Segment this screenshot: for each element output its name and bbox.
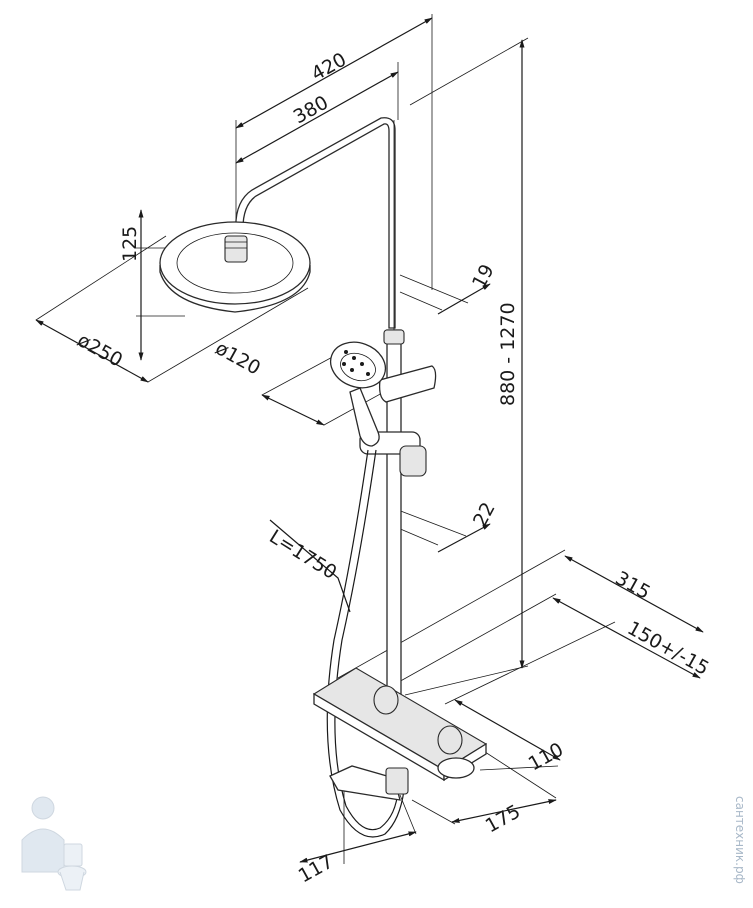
dim-250-label: ø250 xyxy=(74,329,127,371)
dim-420-label: 420 xyxy=(308,49,350,86)
dim-height-range-label: 880 - 1270 xyxy=(497,302,519,406)
overhead-shower-head xyxy=(159,221,311,313)
shower-rail xyxy=(383,120,405,731)
watermark-text: сантехник.рф xyxy=(733,796,747,884)
hose-length-label: L=1750 xyxy=(265,526,340,584)
dim-125-label: 125 xyxy=(119,226,141,262)
plumber-logo xyxy=(21,796,87,891)
shower-hose xyxy=(326,449,405,838)
dim-22-label: 22 xyxy=(469,499,500,531)
dim-315-label: 315 xyxy=(612,567,654,604)
dim-120-label: ø120 xyxy=(212,337,265,379)
dim-117-label: 117 xyxy=(295,851,337,888)
dim-380-label: 380 xyxy=(290,92,332,129)
dim-19-label: 19 xyxy=(468,261,499,293)
hand-shower xyxy=(329,341,387,447)
dimension-lines xyxy=(35,14,704,864)
dim-150-label: 150+/-15 xyxy=(624,617,713,680)
dim-175-label: 175 xyxy=(482,801,524,838)
thermostatic-mixer xyxy=(312,667,488,801)
